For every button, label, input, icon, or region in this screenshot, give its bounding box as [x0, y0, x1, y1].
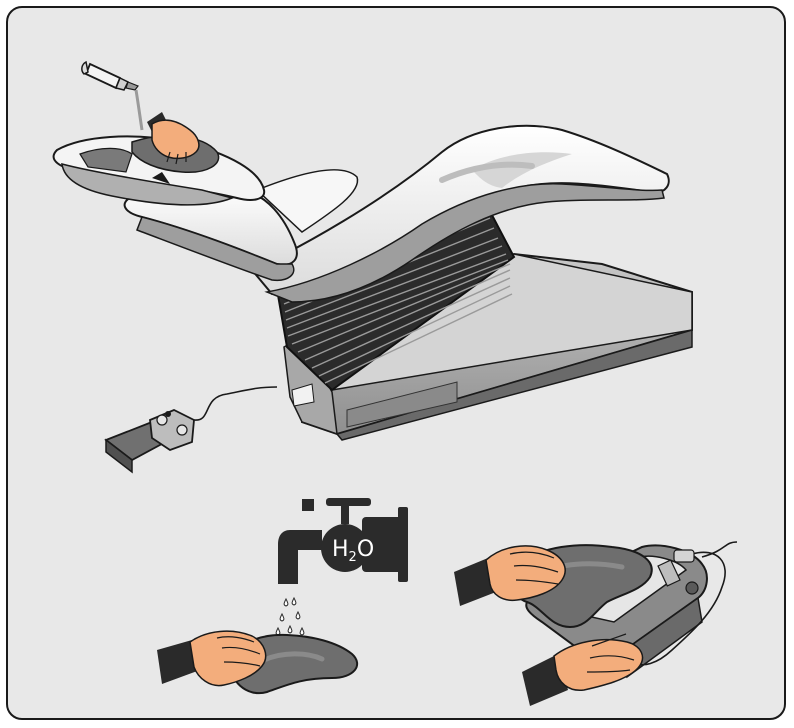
water-tap-icon: H2O	[278, 498, 408, 584]
foot-control-icon	[106, 387, 277, 472]
water-label-h: H	[332, 537, 349, 562]
illustration-panel: H2O	[6, 6, 786, 720]
spray-bottle-icon	[82, 62, 142, 130]
cleaning-instructions-illustration: H2O	[8, 8, 786, 720]
water-label-o: O	[357, 537, 374, 562]
dental-chair	[54, 126, 692, 440]
hand-icon	[522, 634, 642, 706]
water-label-subscript: 2	[349, 550, 357, 565]
